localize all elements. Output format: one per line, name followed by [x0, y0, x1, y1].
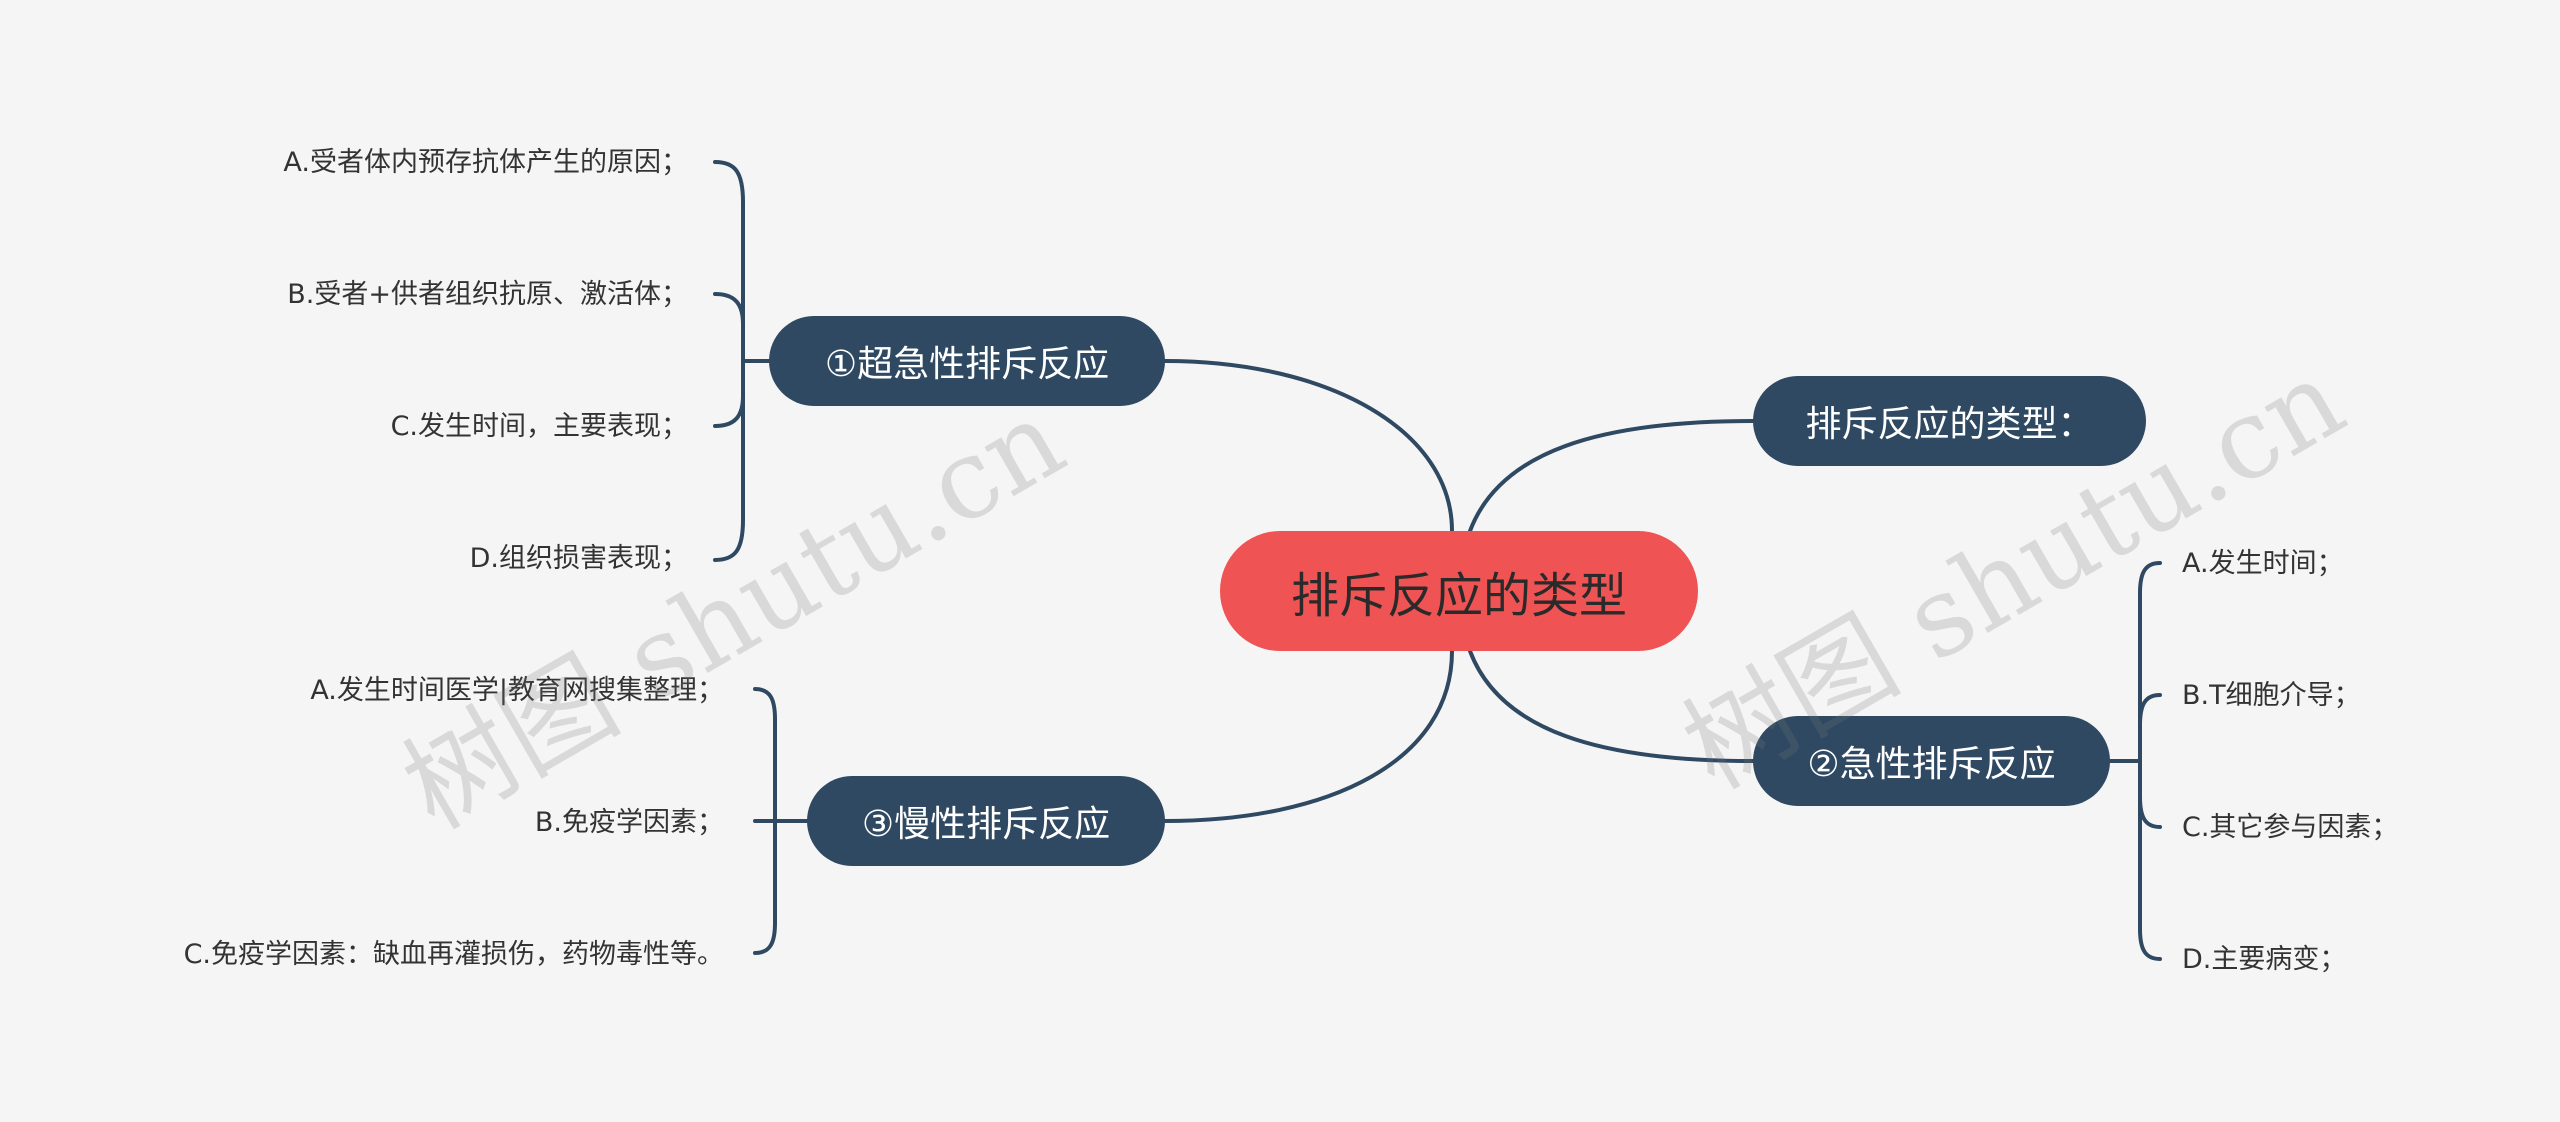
- leaf-b3-c[interactable]: C.免疫学因素：缺血再灌损伤，药物毒性等。: [183, 939, 724, 970]
- branch-rejection-types[interactable]: 排斥反应的类型：: [1753, 376, 2146, 466]
- connector-center-b4: [1468, 419, 1755, 533]
- central-topic[interactable]: 排斥反应的类型: [1220, 531, 1698, 651]
- connector-center-b2: [1468, 649, 1755, 763]
- leaf-b2-c[interactable]: C.其它参与因素；: [2182, 812, 2399, 843]
- bracket-b1: [713, 160, 771, 562]
- branch-hyperacute-rejection[interactable]: ①超急性排斥反应: [769, 316, 1165, 406]
- leaf-b2-d[interactable]: D.主要病变；: [2182, 944, 2347, 975]
- tick-b2-b: [2138, 693, 2162, 727]
- leaf-b2-b[interactable]: B.T细胞介导；: [2182, 680, 2361, 711]
- branch-chronic-rejection[interactable]: ③慢性排斥反应: [807, 776, 1165, 866]
- tick-b1-c: [713, 394, 745, 428]
- tick-b2-c: [2138, 795, 2162, 829]
- connector-center-b3: [1163, 649, 1454, 823]
- leaf-b1-c[interactable]: C.发生时间，主要表现；: [390, 411, 688, 442]
- bracket-b2: [2108, 561, 2162, 961]
- branch-acute-rejection[interactable]: ②急性排斥反应: [1753, 716, 2110, 806]
- leaf-b1-d[interactable]: D.组织损害表现；: [469, 543, 688, 574]
- leaf-b1-a[interactable]: A.受者体内预存抗体产生的原因；: [283, 147, 688, 178]
- connector-center-b1: [1163, 359, 1454, 533]
- leaf-b2-a[interactable]: A.发生时间；: [2182, 548, 2344, 579]
- leaf-b3-b[interactable]: B.免疫学因素；: [534, 807, 724, 838]
- tick-b1-b: [713, 292, 745, 326]
- leaf-b1-b[interactable]: B.受者+供者组织抗原、激活体；: [287, 279, 688, 310]
- leaf-b3-a[interactable]: A.发生时间医学|教育网搜集整理；: [310, 675, 724, 706]
